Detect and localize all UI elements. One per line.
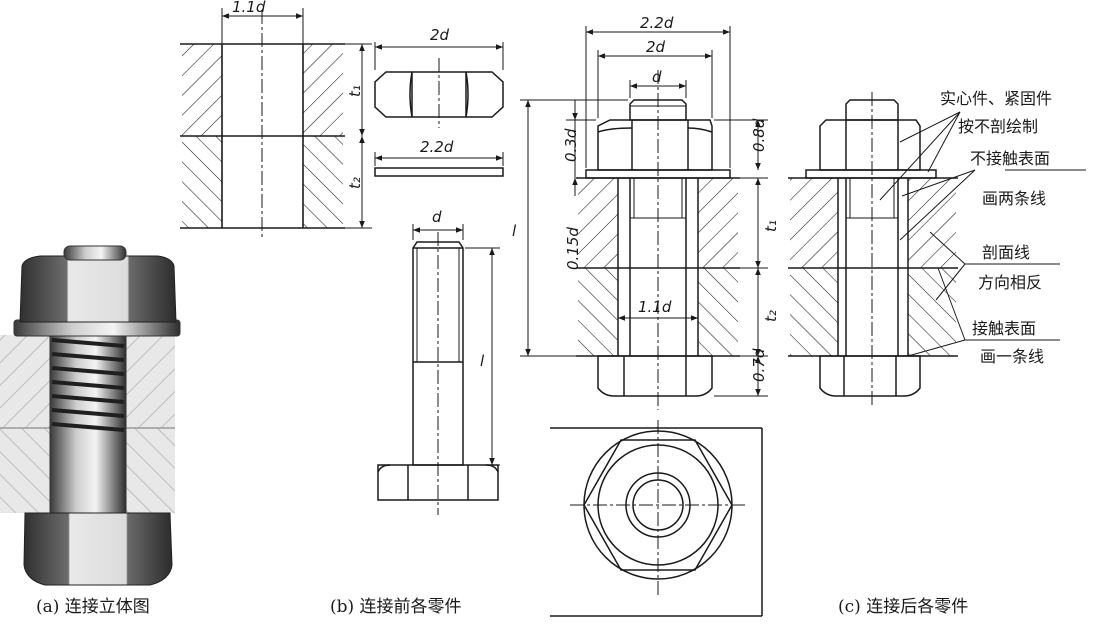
dim-plate-hole-1-1d: 1.1d [232,0,266,16]
dim-bolt-d: d [432,208,442,226]
leader-lines [879,111,1086,357]
thread-lines [51,338,125,432]
dim-t1-plate: t₁ [346,85,364,97]
dim-c-2d: 2d [646,38,666,56]
dim-c-0-15d: 0.15d [564,227,582,270]
note-hatch-lines: 剖面线 [982,243,1030,262]
note-draw-two-lines: 画两条线 [982,189,1046,208]
note-non-contact-surface: 不接触表面 [970,149,1050,168]
note-solid-fasteners: 实心件、紧固件 [940,89,1052,108]
dim-c-l: l [512,222,517,240]
view-b-plates: 1.1d t₁ t₂ [180,0,372,240]
dim-c-0-3d: 0.3d [562,128,580,162]
view-a-3d [0,245,181,586]
dim-c-d: d [652,68,662,86]
note-opposite-direction: 方向相反 [978,273,1042,292]
dim-t2-plate: t₂ [346,177,364,189]
dim-nut-2d: 2d [430,26,450,44]
view-b-nut [374,42,504,128]
note-draw-one-line: 画一条线 [980,347,1044,366]
note-contact-surface: 接触表面 [972,319,1036,338]
dim-washer-2-2d: 2.2d [420,138,454,156]
dim-c-t1: t₁ [762,220,780,232]
dim-c-0-8d: 0.8d [750,118,768,152]
note-not-sectioned: 按不剖绘制 [958,117,1038,136]
view-c-assembly-dimensioned [520,26,768,410]
dim-bolt-l: l [480,352,485,370]
dim-c-1-1d: 1.1d [638,298,672,316]
caption-c: (c) 连接后各零件 [838,597,968,617]
caption-a: (a) 连接立体图 [36,597,150,617]
dim-c-0-7d: 0.7d [750,348,768,382]
caption-b: (b) 连接前各零件 [330,597,462,617]
view-c-plan [550,420,763,617]
view-c-assembly-annotated [788,92,1086,405]
view-b-washer [374,152,504,177]
dim-c-2-2d: 2.2d [640,14,674,32]
view-b-bolt [377,224,500,515]
dim-c-t2: t₂ [762,310,780,322]
